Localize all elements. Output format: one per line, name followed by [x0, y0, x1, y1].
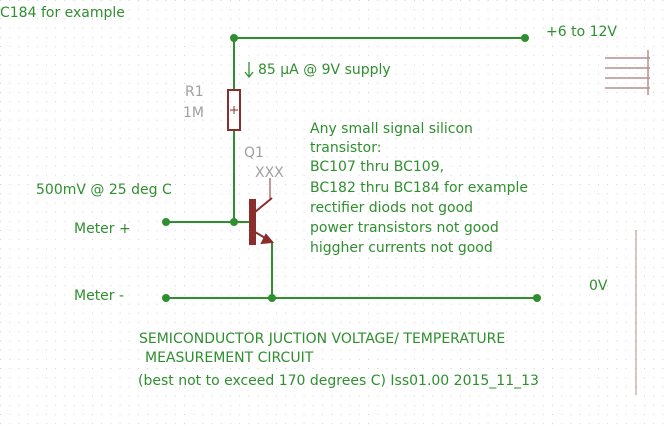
junction-dot: [268, 294, 276, 302]
note-line: Any small signal silicon: [310, 121, 473, 137]
junction-dot: [230, 34, 238, 42]
zero-volt-label: 0V: [589, 278, 608, 294]
junction-dot: [521, 34, 529, 42]
partial-component-right: [605, 50, 650, 95]
title-line-1: SEMICONDUCTOR JUCTION VOLTAGE/ TEMPERATU…: [139, 331, 505, 347]
transistor-q1: [249, 197, 275, 245]
title-line-2: MEASUREMENT CIRCUIT: [145, 350, 314, 366]
current-arrow-icon: [244, 62, 254, 79]
voltage-note-label: 500mV @ 25 deg C: [36, 182, 172, 198]
note-line: BC182 thru BC184 for example: [310, 180, 528, 196]
current-label: 85 µA @ 9V supply: [258, 62, 391, 78]
junction-dot: [533, 294, 541, 302]
transistor-notes: Any small signal silicon transistor: BC1…: [310, 121, 528, 256]
clipped-note-top-left: C184 for example: [0, 5, 125, 21]
note-line: BC107 thru BC109,: [310, 159, 444, 175]
q1-name-label: Q1: [244, 145, 264, 161]
junction-dots: [162, 34, 541, 302]
r1-name-label: R1: [185, 84, 204, 100]
note-line: transistor:: [310, 140, 381, 156]
junction-dot: [162, 294, 170, 302]
title-line-3: (best not to exceed 170 degrees C) Iss01…: [138, 373, 539, 389]
meter-plus-label: Meter +: [74, 221, 131, 237]
note-line: higgher currents not good: [310, 240, 493, 256]
r1-value-label: 1M: [183, 105, 204, 121]
meter-minus-label: Meter -: [74, 288, 124, 304]
supply-label: +6 to 12V: [546, 24, 617, 40]
resistor-r1: [227, 89, 241, 131]
junction-dot: [230, 218, 238, 226]
q1-value-label: XXX: [255, 165, 284, 181]
note-line: rectifier diods not good: [310, 200, 473, 216]
title-block: SEMICONDUCTOR JUCTION VOLTAGE/ TEMPERATU…: [138, 331, 539, 389]
note-line: power transistors not good: [310, 220, 499, 236]
junction-dot: [162, 218, 170, 226]
